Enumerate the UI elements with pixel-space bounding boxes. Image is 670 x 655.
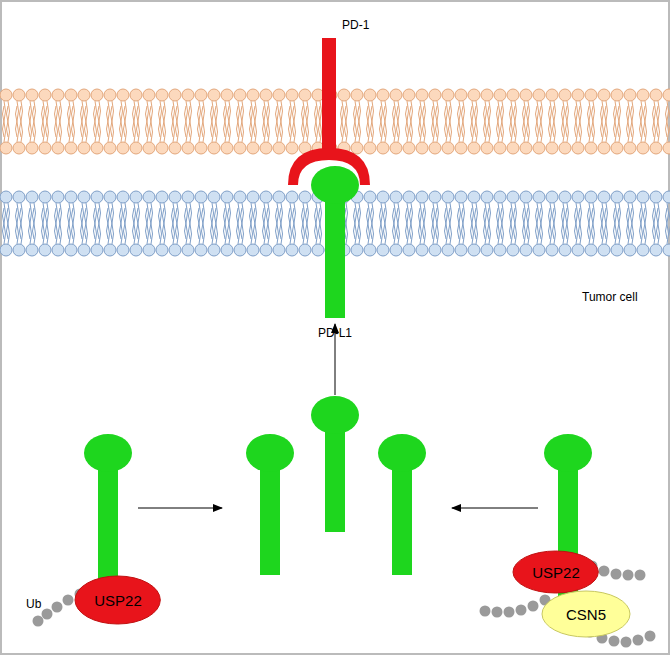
ubiquitin-label: Ub — [26, 597, 41, 611]
pdl1-stalk — [325, 188, 345, 318]
pd1-receptor — [322, 38, 336, 158]
enzyme-ellipse: USP22 — [512, 550, 599, 594]
receptor-label: PD-1 — [342, 18, 369, 32]
enzyme-ellipse: USP22 — [74, 575, 161, 625]
ubiquitin-chain — [33, 555, 656, 648]
ligand-label: PD-L1 — [318, 326, 352, 340]
enzyme-ellipse: CSN5 — [541, 590, 631, 638]
arrow — [138, 508, 222, 509]
cell-label: Tumor cell — [582, 290, 638, 304]
pdl1-head — [311, 166, 359, 204]
enzyme-name: USP22 — [532, 564, 580, 581]
enzyme-name: USP22 — [94, 592, 142, 609]
arrow — [452, 508, 538, 509]
enzyme-name: CSN5 — [566, 606, 606, 623]
